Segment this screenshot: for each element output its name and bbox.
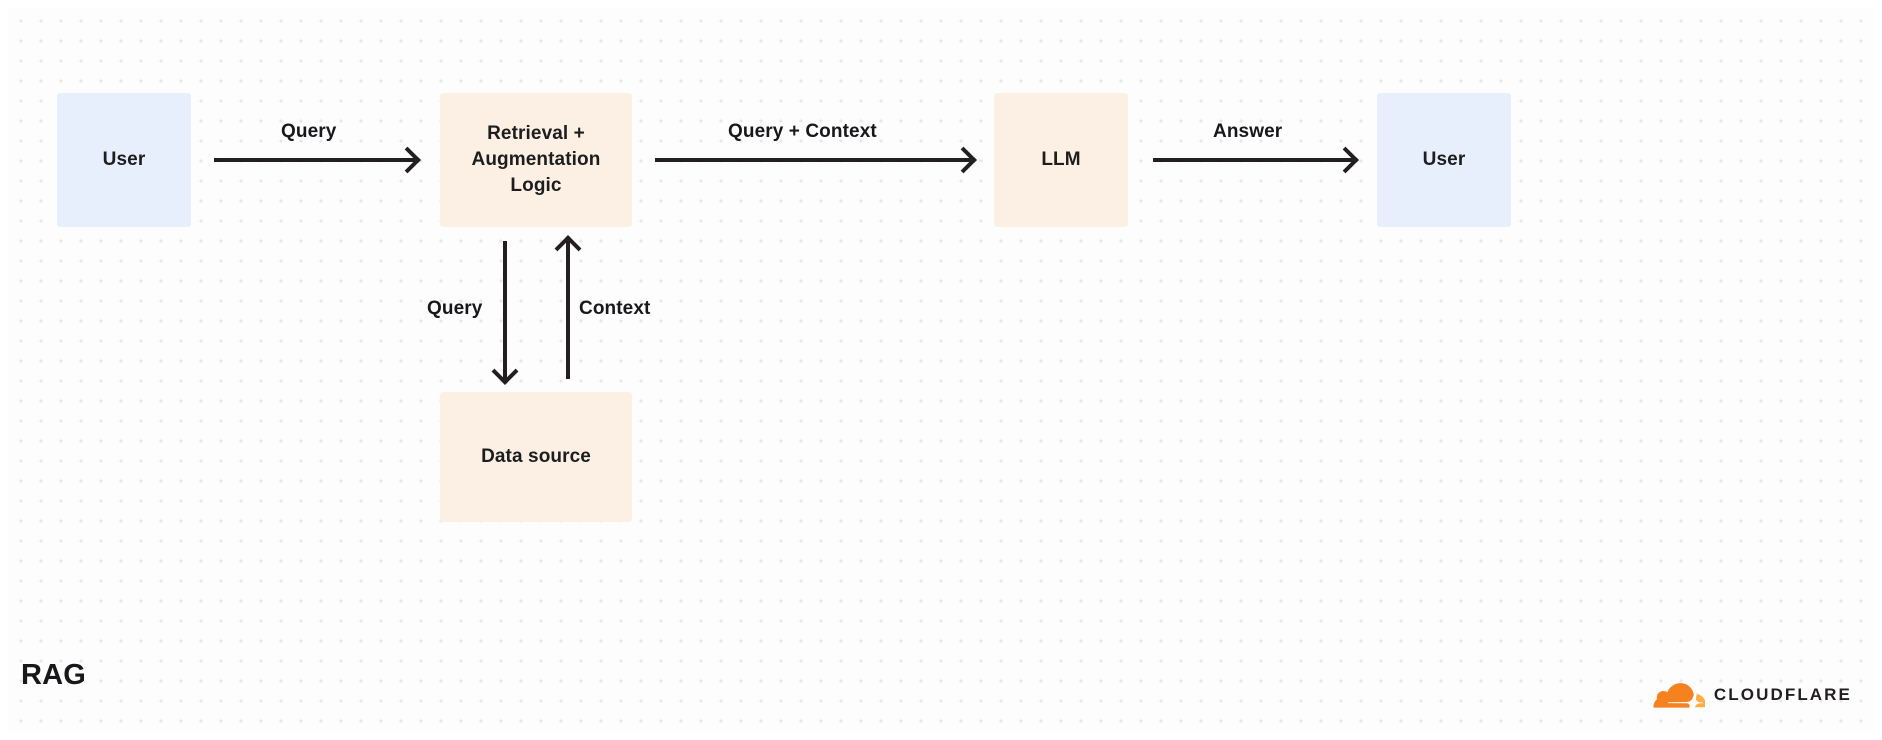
node-label: Data source bbox=[481, 445, 591, 467]
cloudflare-wordmark: CLOUDFLARE bbox=[1713, 685, 1852, 704]
arrow-llm-to-user-right bbox=[1153, 158, 1353, 162]
node-data-source[interactable]: Data source bbox=[440, 392, 632, 522]
node-label: LLM bbox=[1041, 148, 1081, 170]
dotted-grid-background bbox=[8, 8, 1874, 732]
edge-label-query-2: Query bbox=[427, 298, 483, 319]
arrow-data-source-to-retrieval bbox=[566, 241, 570, 379]
node-label: Retrieval + Augmentation Logic bbox=[472, 121, 601, 200]
edge-label-answer: Answer bbox=[1213, 121, 1283, 142]
arrow-retrieval-to-llm bbox=[655, 158, 971, 162]
cloudflare-cloud-icon bbox=[1653, 683, 1705, 708]
node-label-line-2: Augmentation bbox=[471, 148, 601, 170]
node-retrieval-augmentation-logic[interactable]: Retrieval + Augmentation Logic bbox=[440, 93, 632, 227]
node-label-line-3: Logic bbox=[510, 175, 562, 197]
arrow-user-left-to-retrieval bbox=[214, 158, 415, 162]
node-label-line-1: Retrieval + bbox=[487, 122, 585, 144]
node-label: User bbox=[1422, 148, 1466, 170]
node-user-right[interactable]: User bbox=[1377, 93, 1511, 227]
node-label: User bbox=[102, 148, 146, 170]
edge-label-context: Context bbox=[579, 298, 651, 319]
edge-label-query-1: Query bbox=[281, 121, 337, 142]
cloudflare-logo: CLOUDFLARE bbox=[1653, 682, 1852, 708]
node-llm[interactable]: LLM bbox=[994, 93, 1128, 227]
diagram-title: RAG bbox=[21, 659, 87, 691]
edge-label-query-context: Query + Context bbox=[728, 121, 877, 142]
arrow-retrieval-to-data-source bbox=[503, 241, 507, 379]
node-user-left[interactable]: User bbox=[57, 93, 191, 227]
